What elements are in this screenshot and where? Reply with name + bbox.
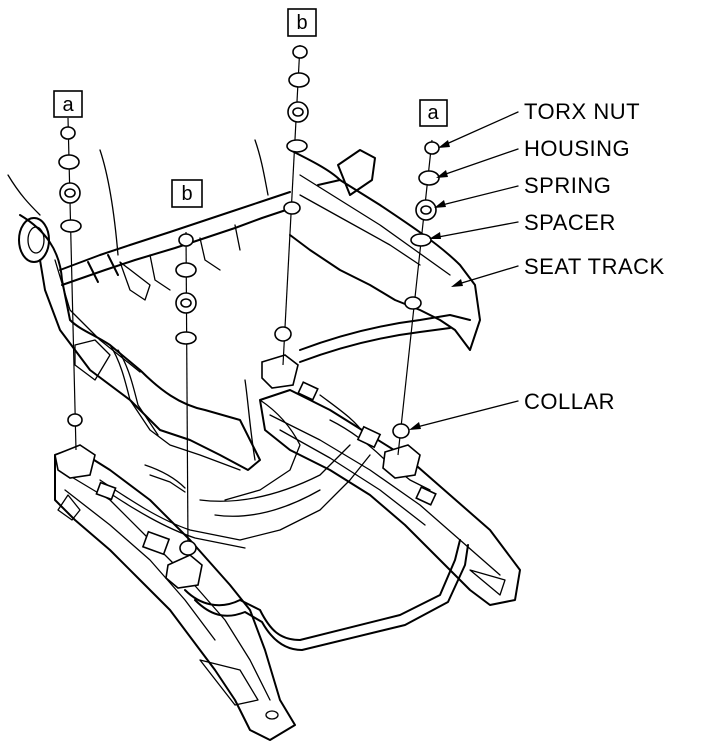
callout-spacer: SPACER [524,210,616,235]
box-label-b-top: b [287,8,317,37]
callout-seat-track: SEAT TRACK [524,254,665,279]
bolt-stack-right [392,139,440,456]
svg-text:b: b [181,183,192,205]
box-label-a-right: a [419,99,448,127]
bolt-stack-left [58,117,83,451]
seat-frame [7,139,481,501]
bolt-stack-middle [175,231,197,556]
callout-spring: SPRING [524,173,611,198]
seat-track-lower [54,354,521,741]
callout-collar: COLLAR [524,389,615,414]
box-label-b-middle: b [171,179,203,208]
svg-text:b: b [296,12,307,34]
svg-text:a: a [427,102,439,124]
bolt-stack-top [274,44,310,366]
svg-text:a: a [62,94,74,116]
leader-lines [409,111,519,430]
callout-torx-nut: TORX NUT [524,99,640,124]
callout-housing: HOUSING [524,136,630,161]
box-label-a-left: a [53,90,83,118]
